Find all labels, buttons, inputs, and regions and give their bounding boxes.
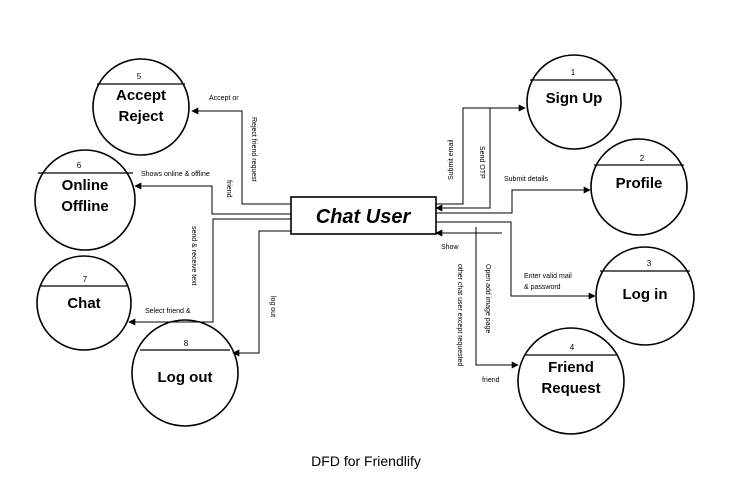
flow-label-accept-or: Accept or [209,95,239,102]
flow-label-other-chat-user: other chat user except requested [456,264,463,366]
flow-to-profile [436,186,591,214]
process-number: 7 [83,275,88,284]
flow-label-and-password: & password [524,284,561,291]
flow-label-reject-friend-request: Reject friend request [250,117,257,182]
chat-user-entity: Chat User [290,196,437,235]
flow-to-friend-request [475,227,519,369]
process-number: 6 [77,161,82,170]
process-label: Sign Up [546,90,603,107]
process-label: Log in [623,286,668,303]
process-friend-request: 4 Friend Request [517,327,625,435]
process-label: Request [541,380,600,397]
flow-to-log-in [436,221,596,300]
flow-label-show: Show [441,244,459,251]
process-label: Friend [548,359,594,376]
process-online-offline: 6 Online Offline [34,149,136,251]
flow-to-online-offline [134,182,291,215]
process-number: 3 [647,259,652,268]
process-label: Reject [118,108,163,125]
process-number: 2 [640,154,645,163]
flow-label-enter-valid-mail: Enter valid mail [524,273,572,280]
diagram-caption: DFD for Friendlify [311,453,421,469]
process-label: Chat [67,295,100,312]
process-number: 4 [570,343,575,352]
process-number: 1 [571,68,576,77]
process-label: Accept [116,87,166,104]
process-profile: 2 Profile [590,138,688,236]
flow-label-select-friend: Select friend & [145,308,191,315]
process-accept-reject: 5 Accept Reject [92,58,190,156]
flow-label-log-out: log out [269,296,276,317]
process-log-in: 3 Log in [595,246,695,346]
flow-label-send-receive-text: send & receive text [190,226,197,286]
process-chat: 7 Chat [36,255,132,351]
process-label: Offline [61,198,109,215]
flow-to-sign-up [436,104,526,205]
process-number: 8 [184,339,189,348]
flow-label-submit-email: Submit email [448,139,455,180]
flow-label-submit-details: Submit details [504,176,548,183]
flow-label-send-otp: Send OTP [478,146,485,179]
flow-to-log-out [232,230,291,357]
flow-from-sign-up [435,108,491,212]
flow-to-accept-reject [191,107,291,205]
process-label: Profile [616,175,663,192]
flow-to-chat [128,218,291,326]
chat-user-label: Chat User [316,206,412,228]
flow-label-friend-bottom: friend [482,377,500,384]
process-log-out: 8 Log out [131,319,239,427]
flow-label-open-add-image-page: Open add image page [484,264,491,333]
flow-label-friend: friend [225,180,232,198]
process-number: 5 [137,72,142,81]
process-label: Online [62,177,109,194]
process-label: Log out [158,369,213,386]
flow-label-shows-online-offline: Shows online & offline [141,171,210,178]
process-sign-up: 1 Sign Up [526,54,622,150]
